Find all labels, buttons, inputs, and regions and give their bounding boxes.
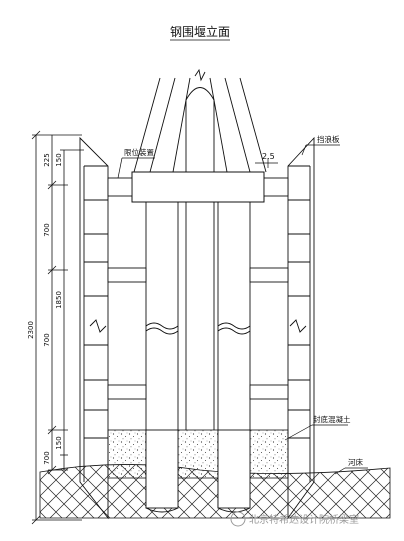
pile-cap [131, 171, 265, 203]
dim-inner-1: 150 [55, 153, 63, 166]
watermark-text: 北京特希达设计院桥梁室 [249, 513, 359, 526]
leaders [117, 144, 368, 475]
dim-segment-bottom: 700 [43, 451, 51, 464]
watermark: 北京特希达设计院桥梁室 [230, 511, 359, 527]
limit-device-left [107, 177, 133, 197]
dim-inner-2: 700 [43, 223, 51, 236]
dim-inner-4: 150 [55, 436, 63, 449]
label-concrete: 封底混凝土 [313, 414, 351, 424]
label-slope: 2.5 [262, 152, 275, 161]
limit-device-right [263, 177, 289, 197]
wall-break-marks [89, 319, 307, 333]
right-cofferdam-wall [287, 136, 315, 520]
dim-segment-top: 225 [43, 153, 51, 166]
drawing-title: 钢围堰立面 [170, 24, 230, 39]
dim-segment-middle: 1850 [55, 291, 63, 309]
label-limit-device: 限位装置 [124, 147, 154, 157]
label-wave-board: 挡浪板 [317, 134, 340, 144]
pile-tops [133, 68, 267, 173]
wechat-icon [230, 511, 246, 527]
label-riverbed: 河床 [348, 457, 363, 467]
dim-total: 2300 [27, 321, 35, 339]
dimension-lines [31, 130, 84, 525]
dim-inner-3: 700 [43, 333, 51, 346]
sealing-concrete [107, 429, 289, 479]
horizontal-braces [107, 267, 289, 400]
left-cofferdam-wall [79, 136, 109, 520]
pile-lower-section [145, 429, 251, 509]
